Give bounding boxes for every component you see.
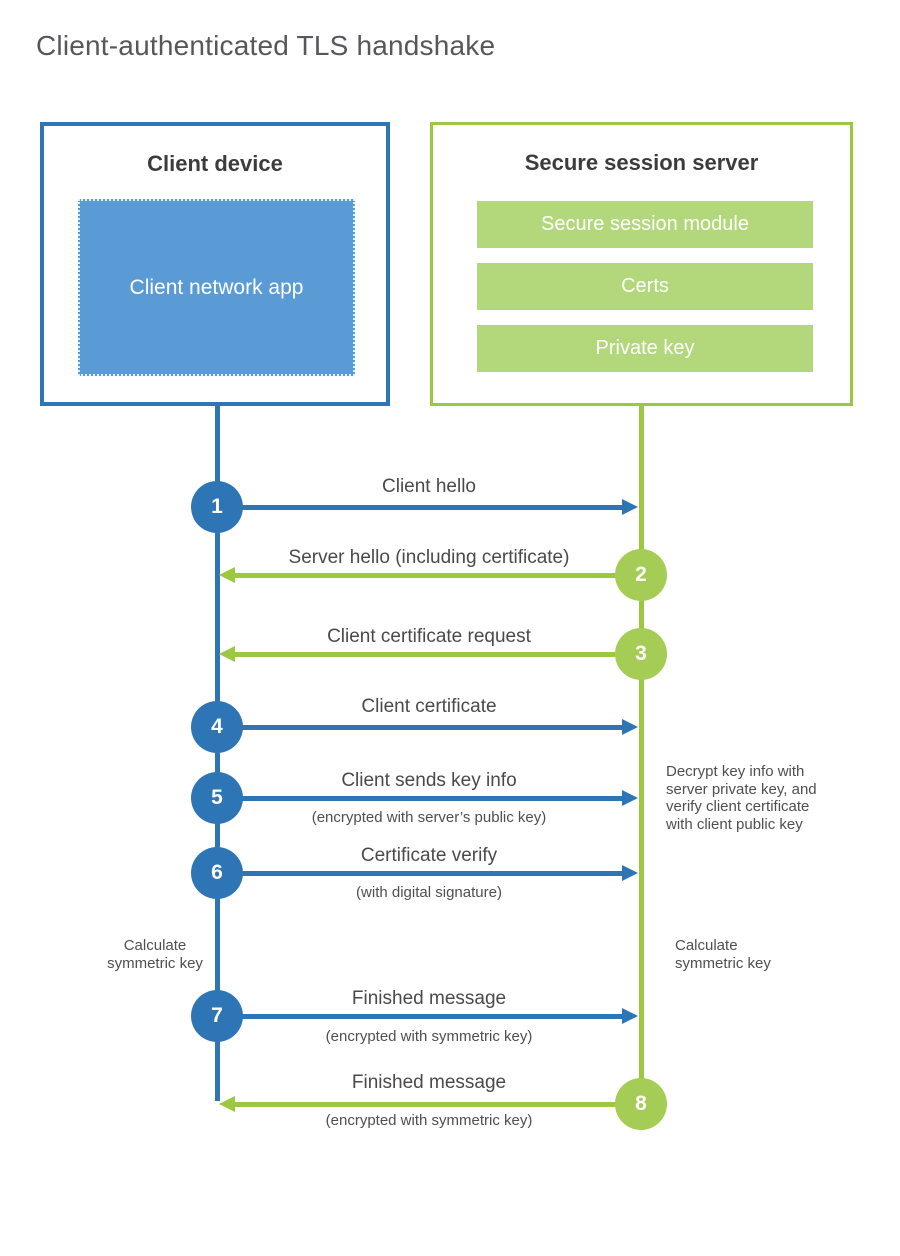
secure-session-server-title: Secure session server [524,150,759,175]
step-6-label: Certificate verify [360,845,498,866]
step-5-circle: 5 [191,772,243,824]
step-8-circle: 8 [615,1078,667,1130]
step-6-arrow [217,865,638,881]
step-5-sublabel: (encrypted with server’s public key) [311,809,547,826]
server-lifeline [639,405,644,1130]
step-1-arrow [217,499,638,515]
arrow-right-icon [622,1008,638,1024]
server-module-private-key: Private key [477,325,813,372]
step-1-label: Client hello [382,476,476,497]
step-3-label: Client certificate request [327,626,531,647]
client-network-app-label: Client network app [129,276,304,299]
arrow-left-icon [219,646,235,662]
step-2-label: Server hello (including certificate) [288,547,570,568]
arrow-right-icon [622,499,638,515]
client-device-title: Client device [147,151,283,176]
step-4-arrow [217,719,638,735]
step-7-sublabel: (encrypted with symmetric key) [325,1028,533,1045]
step-7-arrow [217,1008,638,1024]
arrow-right-icon [622,790,638,806]
secure-session-server-box: Secure session server Secure session mod… [430,122,853,406]
step-5-arrow [217,790,638,806]
step-6-circle: 6 [191,847,243,899]
step-8-sublabel: (encrypted with symmetric key) [325,1112,533,1129]
client-device-box: Client device Client network app [40,122,390,406]
step-7-label: Finished message [351,988,507,1009]
arrow-right-icon [622,865,638,881]
step-4-label: Client certificate [361,696,497,717]
step-4-circle: 4 [191,701,243,753]
page-title: Client-authenticated TLS handshake [36,30,496,61]
client-network-app-box: Client network app [78,199,355,376]
step-6-sublabel: (with digital signature) [356,884,502,901]
step-8-arrow [219,1096,641,1112]
step-7-circle: 7 [191,990,243,1042]
server-module-secure-session: Secure session module [477,201,813,248]
client-lifeline [215,406,220,1101]
note-decrypt-key-info: Decrypt key info with server private key… [666,763,817,833]
server-module-certs: Certs [477,263,813,310]
step-8-label: Finished message [351,1072,507,1093]
note-calculate-symmetric-key-client: Calculate symmetric key [107,937,203,972]
arrow-left-icon [219,567,235,583]
step-5-label: Client sends key info [341,770,517,791]
step-1-circle: 1 [191,481,243,533]
step-2-arrow [219,567,641,583]
step-3-arrow [219,646,641,662]
note-calculate-symmetric-key-server: Calculate symmetric key [675,937,771,972]
step-3-circle: 3 [615,628,667,680]
arrow-right-icon [622,719,638,735]
step-2-circle: 2 [615,549,667,601]
arrow-left-icon [219,1096,235,1112]
